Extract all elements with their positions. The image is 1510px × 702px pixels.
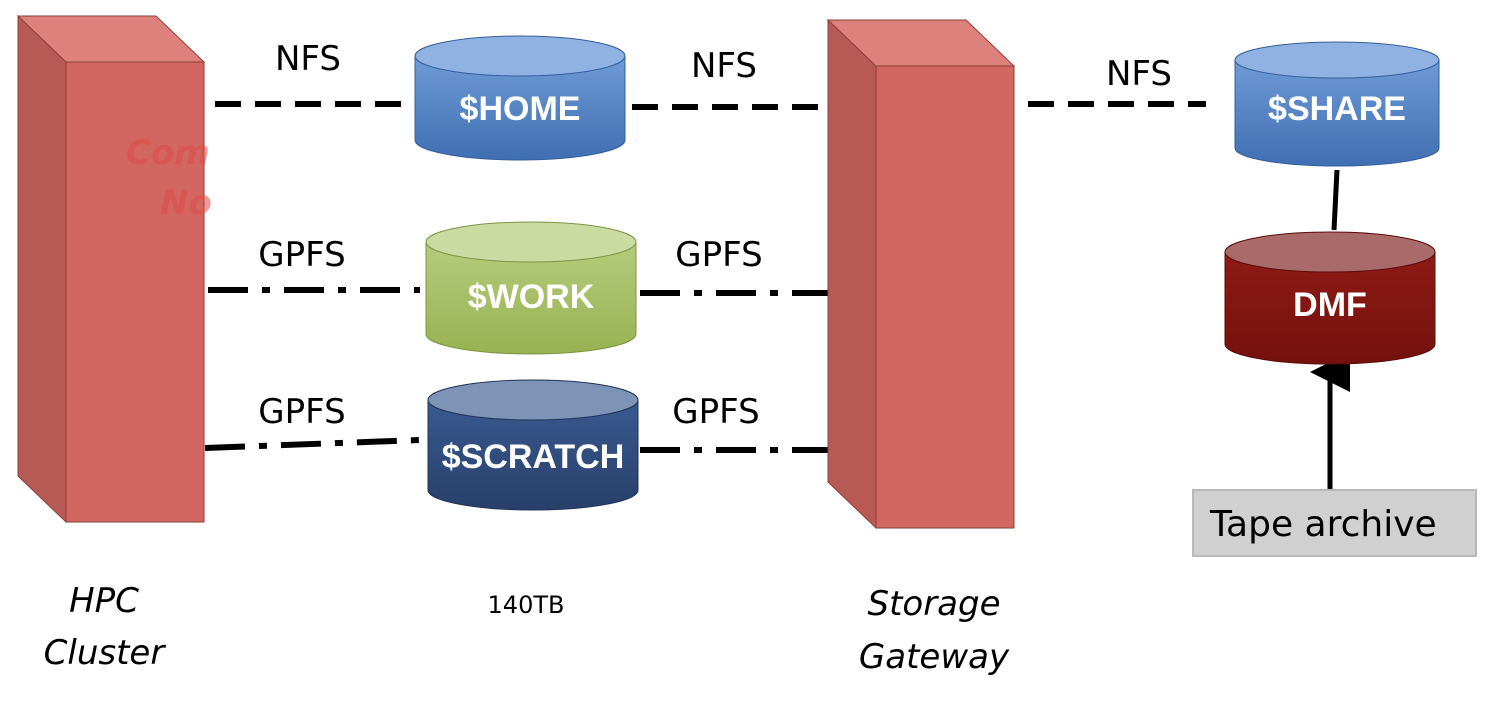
- storage-gateway-side: [827, 18, 877, 530]
- dmf-storage-cylinder: DMF: [1224, 231, 1436, 365]
- storage-gateway-front: [875, 65, 1015, 529]
- hpc-cluster-caption-line2: Cluster: [44, 633, 167, 673]
- protocol-label-share-left: NFS: [1106, 54, 1172, 94]
- dmf-label: DMF: [1293, 286, 1367, 324]
- protocol-label-work-left: GPFS: [258, 235, 345, 275]
- home-storage-cylinder: $HOME: [414, 35, 626, 161]
- hpc-cluster-server: Com No: [16, 14, 212, 524]
- share-dmf-link: [1331, 169, 1340, 231]
- tape-archive-box: Tape archive: [1192, 489, 1477, 557]
- storage-gateway-caption-line2: Gateway: [859, 637, 1010, 677]
- protocol-label-scratch-left: GPFS: [258, 392, 345, 432]
- storage-gateway-server: [826, 18, 1016, 530]
- gpfs-link-cluster-scratch: [204, 437, 421, 451]
- scratch-label: $SCRATCH: [442, 438, 625, 476]
- work-storage-cylinder: $WORK: [425, 221, 637, 355]
- storage-gateway-caption-line1: Storage: [867, 584, 1000, 624]
- hpc-cluster-hidden-text-1: Com: [126, 133, 210, 173]
- home-label: $HOME: [460, 90, 581, 128]
- protocol-label-home-left: NFS: [275, 39, 341, 79]
- scratch-storage-cylinder: $SCRATCH: [427, 379, 639, 511]
- hpc-cluster-side: [17, 14, 67, 524]
- hpc-cluster-caption-line1: HPC: [69, 581, 139, 621]
- connections: [204, 101, 1350, 490]
- share-storage-cylinder: $SHARE: [1234, 41, 1440, 167]
- work-label: $WORK: [468, 278, 595, 316]
- protocol-label-work-right: GPFS: [675, 235, 762, 275]
- share-label: $SHARE: [1268, 90, 1406, 128]
- hpc-cluster-front: [65, 61, 205, 523]
- protocol-label-home-right: NFS: [691, 46, 757, 86]
- hpc-cluster-hidden-text-2: No: [160, 183, 212, 223]
- protocol-label-scratch-right: GPFS: [672, 392, 759, 432]
- capacity-label: 140TB: [488, 591, 565, 619]
- tape-archive-label: Tape archive: [1209, 504, 1437, 545]
